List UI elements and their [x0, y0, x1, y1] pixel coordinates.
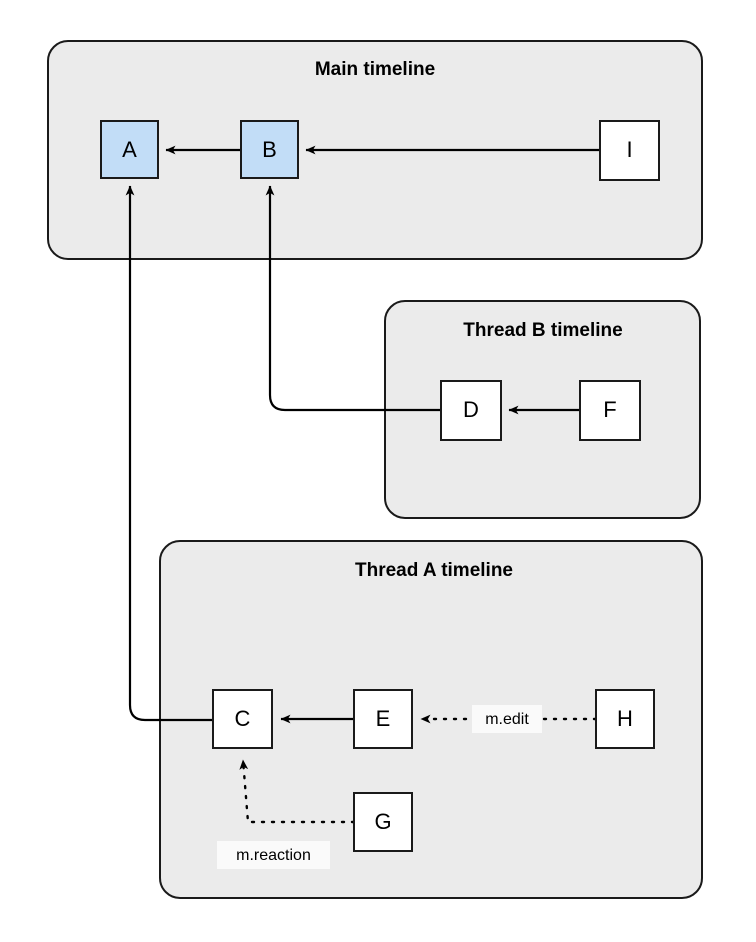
- node-c-label: C: [235, 706, 251, 731]
- node-g-box[interactable]: [353, 792, 413, 852]
- node-h[interactable]: H: [595, 689, 655, 749]
- node-a[interactable]: A: [100, 120, 159, 179]
- node-i-box[interactable]: [599, 120, 660, 181]
- group-thread-b-timeline-title: Thread B timeline: [463, 320, 622, 341]
- edge-label-m-reaction-text: m.reaction: [236, 847, 311, 864]
- node-h-box[interactable]: [595, 689, 655, 749]
- edge-label-m-reaction-halo: [217, 841, 330, 869]
- edge-d-to-b: [265, 185, 441, 412]
- edge-label-m-edit: m.edit: [472, 705, 542, 733]
- node-d[interactable]: D: [440, 380, 502, 441]
- node-i[interactable]: I: [599, 120, 660, 181]
- edge-c-to-a: [125, 185, 213, 722]
- node-e[interactable]: E: [353, 689, 413, 749]
- node-g[interactable]: G: [353, 792, 413, 852]
- node-e-label: E: [376, 706, 391, 731]
- node-c[interactable]: C: [212, 689, 273, 749]
- node-i-label: I: [626, 137, 632, 162]
- node-a-box[interactable]: [100, 120, 159, 179]
- node-f[interactable]: F: [579, 380, 641, 441]
- edge-label-m-edit-text: m.edit: [485, 711, 529, 728]
- node-f-box[interactable]: [579, 380, 641, 441]
- node-h-label: H: [617, 706, 633, 731]
- node-b-box[interactable]: [240, 120, 299, 179]
- group-main-timeline-title: Main timeline: [315, 59, 435, 80]
- node-b-label: B: [262, 137, 277, 162]
- node-d-label: D: [463, 397, 479, 422]
- node-e-box[interactable]: [353, 689, 413, 749]
- node-b[interactable]: B: [240, 120, 299, 179]
- node-a-label: A: [122, 137, 137, 162]
- node-d-box[interactable]: [440, 380, 502, 441]
- node-g-label: G: [374, 809, 391, 834]
- node-c-box[interactable]: [212, 689, 273, 749]
- node-f-label: F: [603, 397, 616, 422]
- edge-label-m-reaction: m.reaction: [217, 841, 330, 869]
- edge-label-m-edit-halo: [472, 705, 542, 733]
- group-thread-a-timeline-title: Thread A timeline: [355, 560, 513, 581]
